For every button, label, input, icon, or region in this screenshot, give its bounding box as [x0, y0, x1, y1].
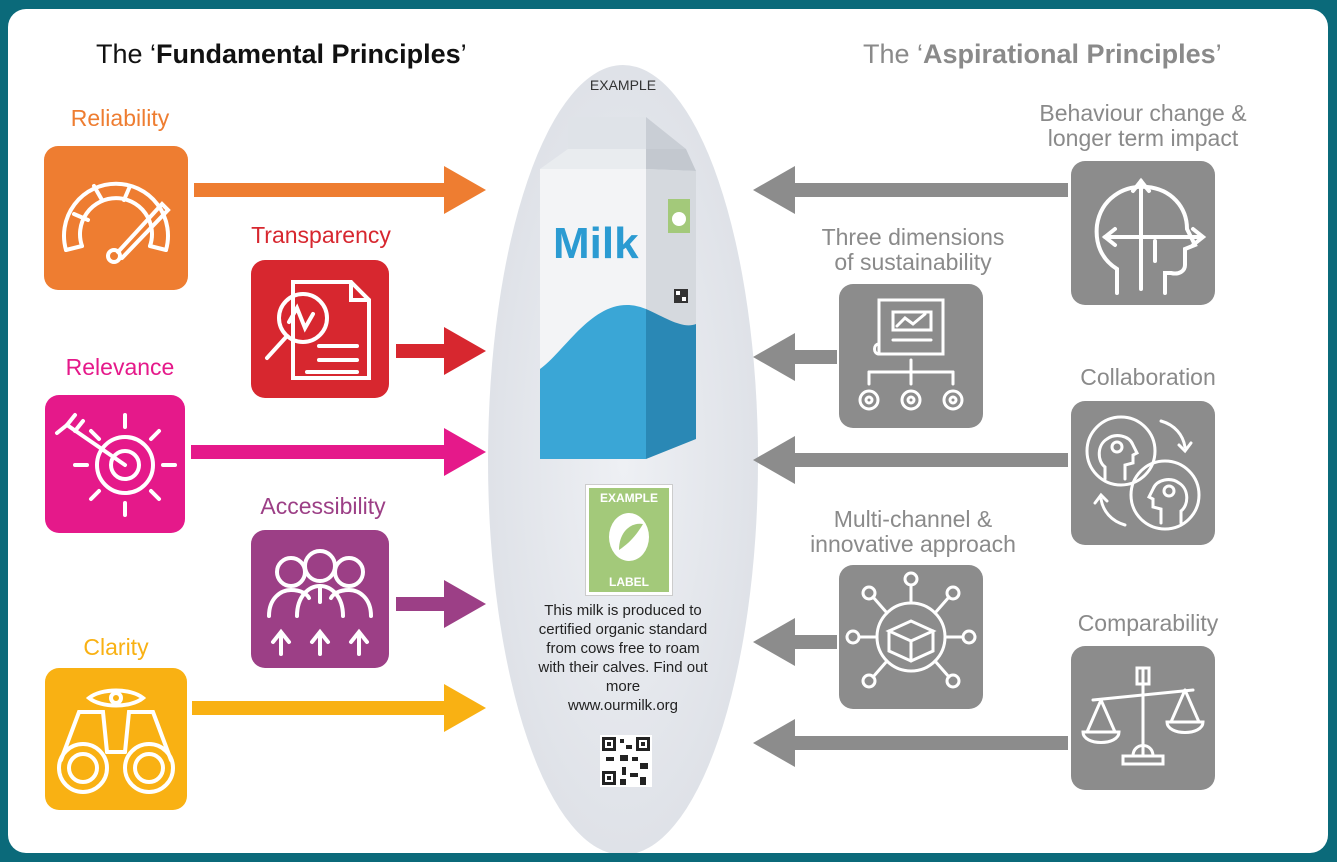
label-behaviour-change: Behaviour change &longer term impact	[1039, 100, 1247, 151]
leaf-icon	[609, 513, 649, 561]
box-behaviour-change	[1071, 161, 1215, 305]
product-description: This milk is produced to certified organ…	[538, 602, 708, 714]
arrow-clarity	[192, 684, 486, 732]
target-gear-icon	[55, 413, 177, 517]
arrow-reliability	[194, 166, 486, 214]
aspirational-title: The ‘Aspirational Principles’	[863, 39, 1222, 69]
binoculars-icon	[57, 688, 175, 794]
report-gears-icon	[858, 298, 964, 411]
arrow-relevance	[191, 428, 486, 476]
label-relevance: Relevance	[65, 354, 175, 380]
milk-carton	[540, 117, 696, 459]
label-accessibility: Accessibility	[260, 493, 386, 519]
label-comparability: Comparability	[1077, 610, 1219, 636]
fundamental-title: The ‘Fundamental Principles’	[96, 39, 467, 69]
box-collaboration	[1071, 401, 1215, 545]
box-reliability	[44, 146, 188, 290]
head-arrows-icon	[1094, 177, 1207, 295]
box-three-dimensions	[839, 284, 983, 428]
document-magnifier-icon	[265, 280, 371, 380]
arrow-accessibility	[396, 580, 486, 628]
label-transparency: Transparency	[251, 222, 391, 248]
box-clarity	[45, 668, 187, 810]
box-accessibility	[251, 530, 389, 668]
arrow-behaviour-change	[753, 166, 1068, 214]
collaboration-heads-icon	[1085, 415, 1201, 531]
arrow-multi-channel	[753, 618, 837, 666]
product-url[interactable]: www.ourmilk.org	[567, 697, 679, 714]
box-transparency	[251, 260, 389, 398]
network-box-icon	[845, 571, 977, 689]
scales-icon	[1081, 666, 1205, 766]
example-caption: EXAMPLE	[589, 77, 657, 93]
arrow-collaboration	[753, 436, 1068, 484]
arrow-comparability	[753, 719, 1068, 767]
example-label-badge: EXAMPLE LABEL	[586, 485, 672, 595]
label-reliability: Reliability	[70, 105, 170, 131]
label-multi-channel: Multi-channel &innovative approach	[810, 506, 1016, 557]
gauge-icon	[62, 181, 171, 264]
label-clarity: Clarity	[83, 634, 149, 660]
people-group-icon	[267, 549, 373, 656]
box-comparability	[1071, 646, 1215, 790]
qr-code	[600, 735, 652, 787]
label-collaboration: Collaboration	[1080, 364, 1216, 390]
arrow-three-dimensions	[753, 333, 837, 381]
milk-carton-label: Milk	[553, 219, 639, 268]
box-multi-channel	[839, 565, 983, 709]
box-relevance	[45, 395, 185, 533]
arrow-transparency	[396, 327, 486, 375]
diagram-panel: The ‘Fundamental Principles’ The ‘Aspira…	[8, 9, 1328, 853]
